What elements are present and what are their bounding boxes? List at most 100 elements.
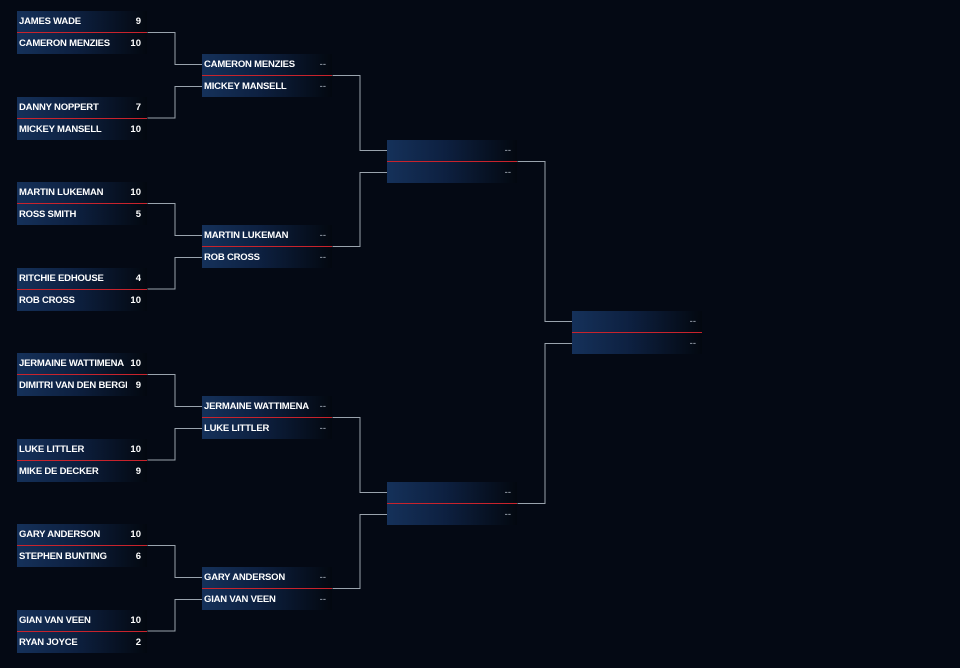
semi-final-match[interactable]: -- -- [387,140,517,183]
player-score: 10 [130,187,141,198]
player-row[interactable]: -- [387,504,517,525]
player-score: -- [504,487,511,498]
player-name: RITCHIE EDHOUSE [19,272,104,284]
connector-line [147,545,203,578]
player-score: -- [319,59,326,70]
connector-line [332,172,388,247]
player-score: 9 [135,465,141,477]
quarter-final-match[interactable]: CAMERON MENZIES -- MICKEY MANSELL-- [202,54,332,97]
player-name: CAMERON MENZIES [19,38,110,49]
player-name: ROB CROSS [19,294,75,306]
connector-line [332,514,388,589]
player-name: ROB CROSS [204,252,260,263]
player-row[interactable]: STEPHEN BUNTING 6 [17,546,147,567]
player-name: DIMITRI VAN DEN BERGH [19,380,127,391]
connector-line [147,32,203,65]
quarter-final-match[interactable]: GARY ANDERSON--GIAN VAN VEEN-- [202,567,332,610]
connector-line [147,374,203,407]
player-name: GIAN VAN VEEN [204,594,276,605]
connector-line [332,75,388,151]
player-row[interactable]: GARY ANDERSON-- [202,567,332,588]
player-row[interactable]: CAMERON MENZIES -- [202,54,332,75]
match-divider [387,503,517,504]
connector-line [517,343,573,504]
player-row[interactable]: ROB CROSS -- [202,247,332,268]
player-row[interactable]: GIAN VAN VEEN-- [202,589,332,610]
connector-line [147,86,203,119]
final-match[interactable]: -- -- [572,311,702,354]
match-divider [202,246,332,247]
quarter-final-match[interactable]: JERMAINE WATTIMENA -- LUKE LITTLER -- [202,396,332,439]
player-score: -- [689,316,696,327]
player-score: -- [319,401,326,412]
connector-line [147,428,203,461]
player-name: MARTIN LUKEMAN [19,187,104,198]
match-divider [17,32,147,33]
player-score: -- [319,423,326,434]
match-divider [202,75,332,76]
match-divider [387,161,517,162]
player-row[interactable]: -- [387,482,517,503]
player-name: STEPHEN BUNTING [19,551,107,562]
player-score: 6 [135,551,141,562]
player-row[interactable]: LUKE LITTLER 10 [17,438,147,460]
player-name: RYAN JOYCE [19,636,78,648]
player-row[interactable]: -- [387,162,517,183]
semi-final-match[interactable]: -- -- [387,482,517,525]
player-name: JERMAINE WATTIMENA [204,401,309,412]
player-row[interactable]: MIKE DE DECKER 9 [17,460,147,482]
player-score: 10 [130,294,141,306]
player-row[interactable]: MARTIN LUKEMAN-- [202,225,332,246]
player-row[interactable]: GIAN VAN VEEN 10 [17,609,147,631]
player-name: GIAN VAN VEEN [19,614,91,626]
player-score: -- [504,145,511,156]
player-score: -- [319,252,326,263]
player-score: 9 [135,16,141,27]
player-score: 10 [130,614,141,626]
match-divider [17,117,147,119]
player-score: 10 [130,529,141,540]
player-name: MIKE DE DECKER [19,465,99,477]
player-name: LUKE LITTLER [19,443,85,455]
match-divider [17,459,147,461]
player-score: 10 [130,443,141,455]
connector-line [147,599,203,632]
player-name: LUKE LITTLER [204,423,270,434]
player-row[interactable]: RYAN JOYCE 2 [17,631,147,653]
player-score: 2 [135,636,141,648]
player-score: -- [319,572,326,583]
quarter-final-match[interactable]: MARTIN LUKEMAN-- ROB CROSS -- [202,225,332,268]
player-score: 4 [135,272,141,284]
player-name: CAMERON MENZIES [204,59,295,70]
player-row[interactable]: -- [572,333,702,354]
player-score: -- [504,509,511,520]
player-row[interactable]: MICKEY MANSELL-- [202,76,332,97]
player-row[interactable]: LUKE LITTLER -- [202,418,332,439]
player-score: 5 [135,209,141,220]
player-score: 10 [130,358,141,369]
player-row[interactable]: JERMAINE WATTIMENA -- [202,396,332,417]
player-row[interactable]: RITCHIE EDHOUSE 4 [17,267,147,289]
player-row[interactable]: -- [572,311,702,332]
player-row[interactable]: ROB CROSS 10 [17,289,147,311]
player-score: 7 [135,101,141,113]
player-row[interactable]: -- [387,140,517,161]
player-row[interactable]: MARTIN LUKEMAN 10 [17,182,147,203]
